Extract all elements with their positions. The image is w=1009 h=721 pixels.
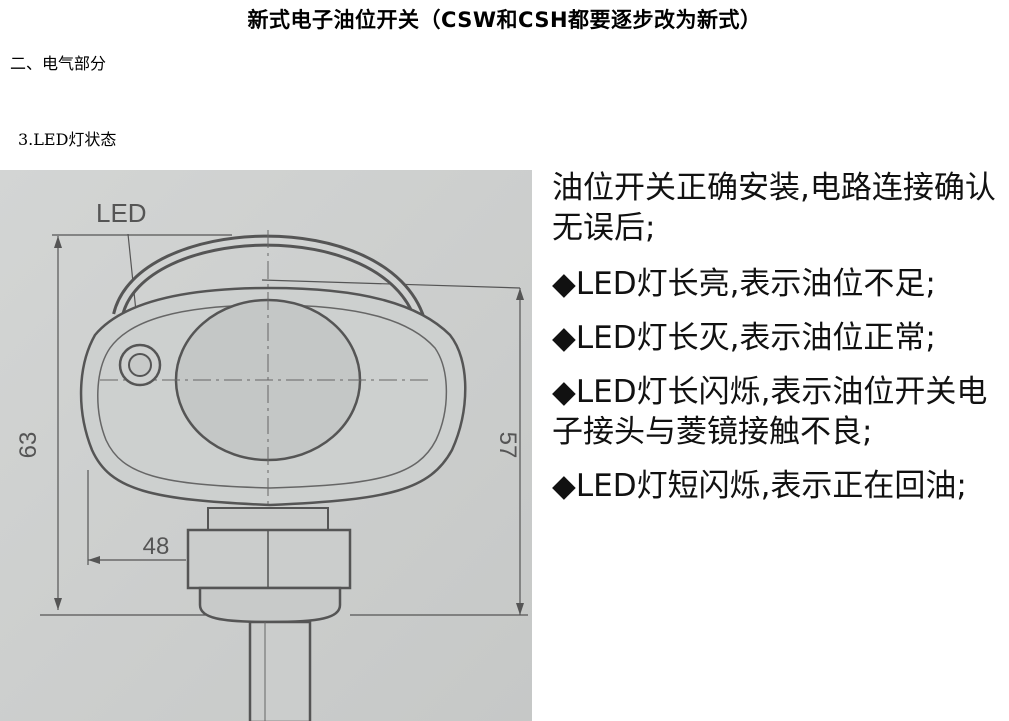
subsection-heading: 3.LED灯状态 (18, 130, 117, 149)
status-item-short-flash: ◆LED灯短闪烁,表示正在回油; (552, 468, 967, 504)
status-item-steady-off: ◆LED灯长灭,表示油位正常; (552, 320, 936, 356)
section-heading: 二、电气部分 (10, 54, 107, 73)
intro-text: 油位开关正确安装,电路连接确认无误后; (552, 170, 996, 246)
dim-57-label: 57 (494, 432, 521, 459)
status-item-steady-on: ◆LED灯长亮,表示油位不足; (552, 266, 936, 302)
led-status-description: 油位开关正确安装,电路连接确认无误后; ◆LED灯长亮,表示油位不足; ◆LED… (552, 168, 1004, 520)
oil-switch-drawing: 63 57 48 LED (0, 170, 532, 721)
dim-48-label: 48 (143, 533, 170, 560)
dim-63-label: 63 (15, 432, 42, 459)
document-title: 新式电子油位开关（CSW和CSH都要逐步改为新式） (247, 8, 762, 32)
oil-switch-drawing-photo: 63 57 48 LED (0, 170, 532, 721)
status-item-long-flash: ◆LED灯长闪烁,表示油位开关电子接头与菱镜接触不良; (552, 374, 988, 450)
led-label: LED (96, 198, 147, 228)
